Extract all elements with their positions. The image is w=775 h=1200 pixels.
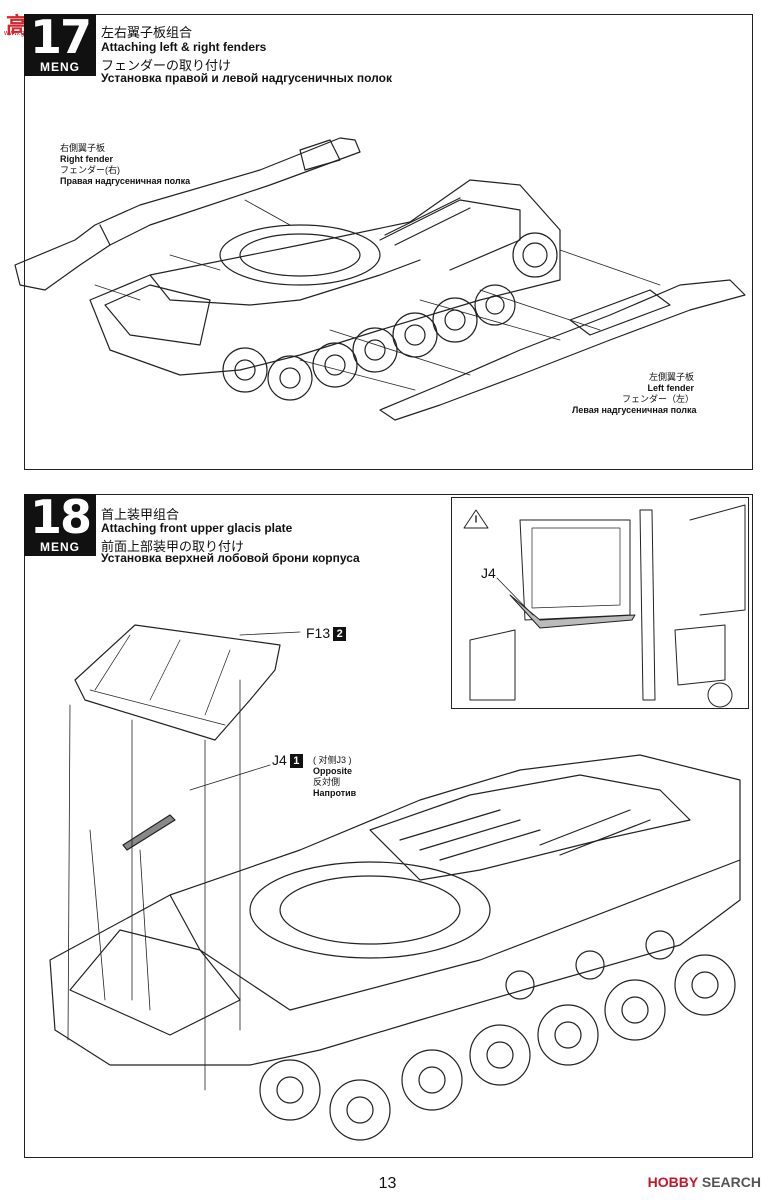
step18-inset-drawing: [463, 504, 746, 708]
step17-hull-drawing: [14, 137, 746, 421]
step18-badge: 18 MENG: [24, 490, 96, 556]
step17-brand: MENG: [40, 60, 80, 74]
inset-part-j4: J4: [481, 565, 496, 581]
hobby-search-logo: HOBBY SEARCH: [647, 1174, 761, 1190]
step17-title-zh: 左右翼子板组合: [101, 25, 193, 40]
left-fender-label: 左側翼子板 Left fender フェンダー（左） Левая надгусе…: [572, 372, 697, 415]
step18-title-en: Attaching front upper glacis plate: [101, 521, 293, 535]
step18-inset: [451, 497, 749, 709]
step18-title-ru: Установка верхней лобовой брони корпуса: [101, 551, 360, 565]
step17-title-jp: フェンダーの取り付け: [101, 58, 232, 73]
step17-title-en: Attaching left & right fenders: [101, 40, 267, 54]
step17-panel: [24, 14, 753, 470]
page-number: 13: [378, 1175, 397, 1192]
step18-title-jp: 前面上部装甲の取り付け: [101, 539, 245, 554]
step18-brand: MENG: [40, 540, 80, 554]
part-f13-qty: 2: [333, 627, 347, 642]
step18-hull-drawing: [49, 624, 741, 1141]
step18-title-zh: 首上装甲组合: [101, 507, 180, 522]
step17-badge: 17 MENG: [24, 10, 96, 76]
step18-number: 18: [29, 490, 92, 544]
step17-title-ru: Установка правой и левой надгусеничных п…: [101, 71, 392, 85]
right-fender-label: 右側翼子板 Right fender フェンダー(右) Правая надгу…: [60, 143, 191, 186]
part-j4-opposite-note: ( 对侧J3 ) Opposite 反対側 Напротив: [313, 755, 357, 798]
warning-triangle-icon: [463, 509, 489, 529]
step17-number: 17: [29, 10, 92, 64]
part-j4-qty: 1: [289, 754, 303, 769]
